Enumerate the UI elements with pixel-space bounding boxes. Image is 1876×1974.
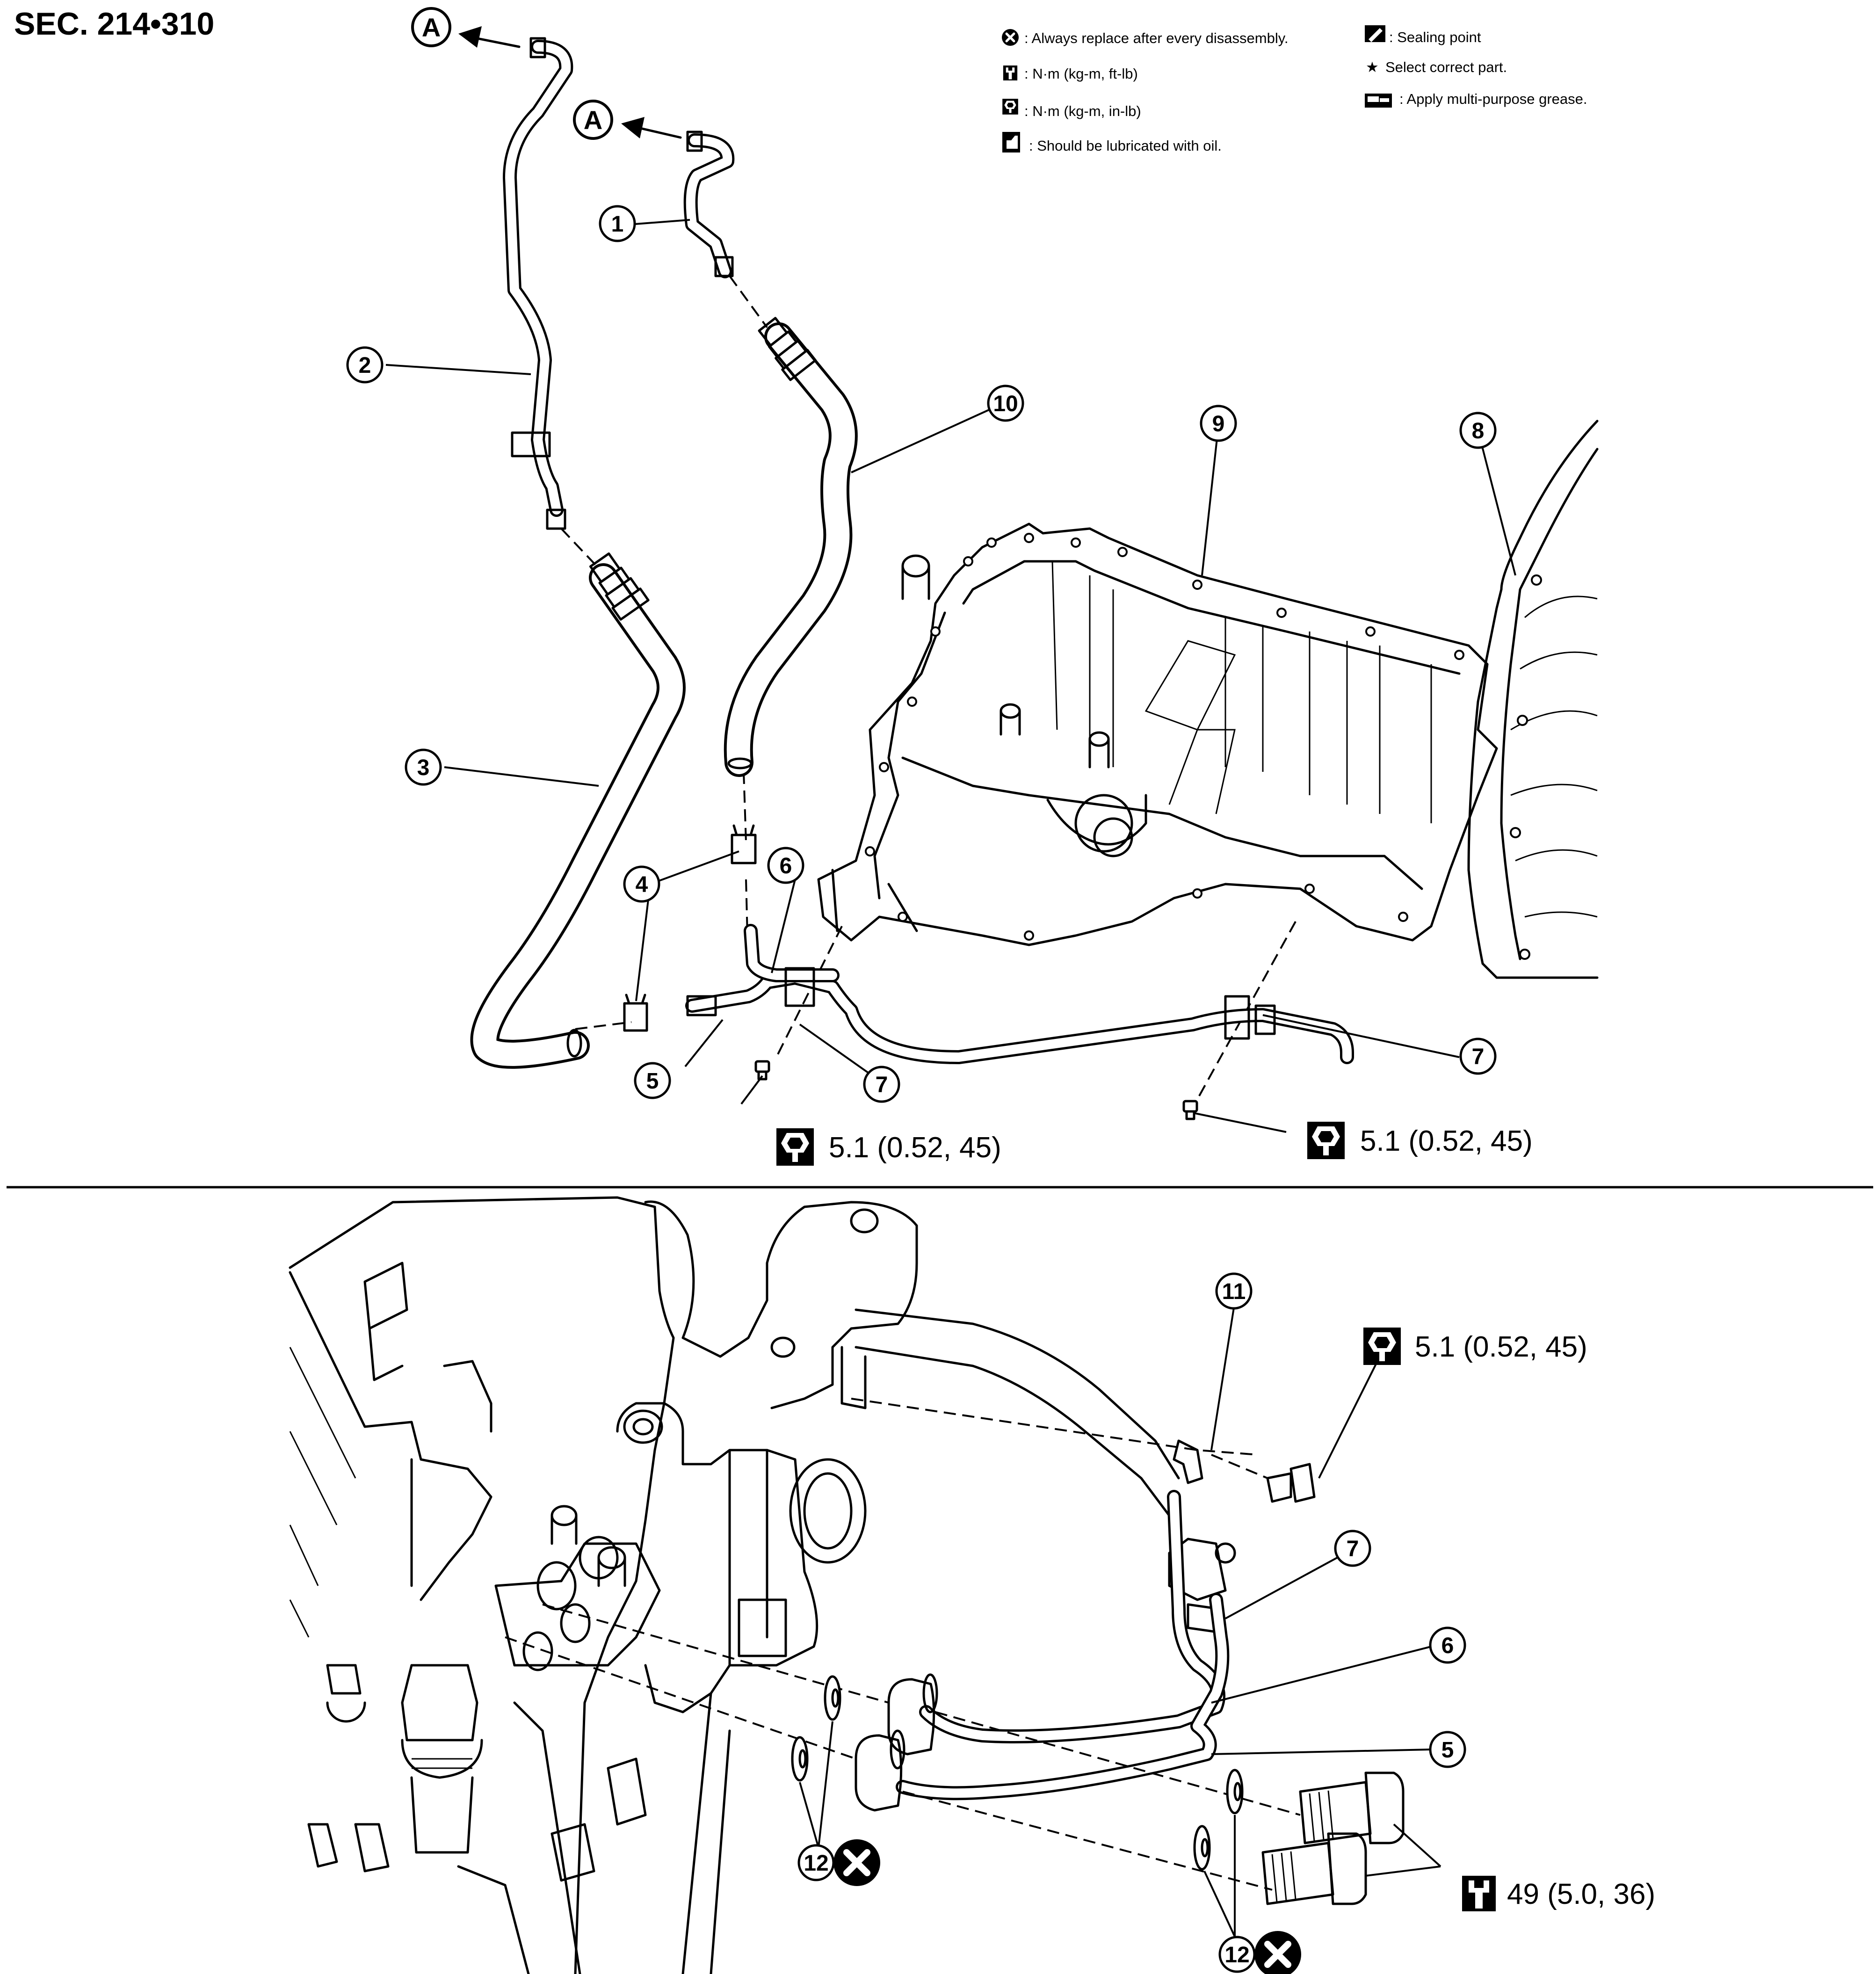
- legend: : Always replace after every disassembly…: [1002, 25, 1587, 154]
- guide-line: [902, 1791, 1273, 1891]
- legend-nm-in-lb: : N·m (kg-m, in-lb): [1024, 103, 1141, 119]
- tube-bracket-7b: [1224, 995, 1250, 1040]
- svg-text:5: 5: [646, 1069, 659, 1094]
- callout-leaders: [385, 219, 1516, 1937]
- svg-text:7: 7: [876, 1073, 888, 1097]
- svg-text:11: 11: [1222, 1279, 1246, 1304]
- svg-text:2: 2: [359, 353, 371, 378]
- svg-text:8: 8: [1472, 419, 1485, 443]
- always-replace-icon: [833, 1839, 880, 1886]
- oil-pan-9: [817, 523, 1498, 946]
- copper-washer-12: [791, 1675, 1244, 1871]
- sealing-point-icon: [1365, 25, 1385, 42]
- torque-spec-upper-right: 5.1 (0.52, 45): [1307, 1122, 1533, 1159]
- callout-5-lower: 5: [1430, 1732, 1465, 1767]
- connection-mark-a-left: A: [411, 7, 521, 48]
- torque-value: 49 (5.0, 36): [1507, 1878, 1655, 1910]
- svg-text:5: 5: [1441, 1738, 1454, 1763]
- callout-12-right: 12: [1220, 1937, 1254, 1972]
- legend-sealing-point: : Sealing point: [1389, 29, 1481, 45]
- svg-text:7: 7: [1347, 1537, 1359, 1561]
- svg-text:4: 4: [636, 872, 648, 897]
- transmission-housing-8: [1467, 420, 1599, 979]
- oil-cooler-tube-1: [683, 131, 735, 278]
- guide-line: [935, 1711, 1301, 1816]
- legend-apply-grease: : Apply multi-purpose grease.: [1399, 91, 1587, 107]
- torque-in-lb-icon: [776, 1128, 814, 1166]
- tube-bracket: [511, 431, 551, 457]
- oil-cooler-hose-10: [724, 317, 858, 777]
- torque-spec-upper-left: 5.1 (0.52, 45): [776, 1128, 1001, 1166]
- callout-10: 10: [988, 386, 1023, 421]
- torque-ft-lb-icon: [1462, 1876, 1496, 1911]
- callout-4: 4: [624, 867, 659, 901]
- connection-mark-a-right: A: [573, 100, 682, 140]
- torque-in-lb-icon: [1363, 1328, 1401, 1365]
- svg-text:10: 10: [993, 392, 1018, 416]
- guide-line: [729, 275, 768, 328]
- callout-2: 2: [348, 348, 382, 382]
- hose-clamp-4: [623, 824, 757, 1032]
- legend-lubricate-oil: : Should be lubricated with oil.: [1029, 138, 1222, 154]
- oil-cooler-hose-3: [470, 552, 686, 1069]
- legend-select-part: Select correct part.: [1385, 59, 1507, 75]
- callout-8: 8: [1461, 413, 1495, 448]
- torque-value: 5.1 (0.52, 45): [1360, 1125, 1533, 1157]
- svg-text:3: 3: [417, 755, 430, 780]
- guide-line: [1211, 1454, 1268, 1479]
- oil-can-icon: [1002, 132, 1020, 152]
- callout-9: 9: [1201, 406, 1236, 441]
- torque-spec-union-bolt: 49 (5.0, 36): [1462, 1876, 1655, 1911]
- callout-1: 1: [600, 206, 635, 241]
- svg-text:9: 9: [1212, 412, 1225, 436]
- torque-ft-lb-icon: [1003, 65, 1018, 80]
- union-bolt: [1261, 1771, 1405, 1905]
- svg-text:6: 6: [780, 854, 792, 878]
- callout-7: 7: [864, 1067, 899, 1102]
- callout-7-lower: 7: [1335, 1531, 1370, 1566]
- section-code: SEC. 214•310: [14, 6, 214, 42]
- callout-7-b: 7: [1461, 1039, 1495, 1074]
- guide-line: [575, 1021, 632, 1030]
- oil-cooler-tube-5-6: [685, 924, 1354, 1064]
- oil-cooler-tube-5-6-lower: [855, 1490, 1230, 1812]
- transmission-lower-view: [289, 1196, 1259, 1974]
- svg-text:12: 12: [804, 1851, 828, 1876]
- torque-value: 5.1 (0.52, 45): [829, 1132, 1001, 1164]
- torque-in-lb-icon: [1002, 99, 1018, 115]
- bracket-bolt: [1184, 1101, 1197, 1119]
- callout-3: 3: [406, 750, 441, 784]
- torque-value: 5.1 (0.52, 45): [1415, 1331, 1587, 1363]
- tube-bracket-7: [784, 967, 815, 1007]
- guide-line: [743, 771, 748, 936]
- callout-6-lower: 6: [1430, 1628, 1465, 1662]
- callout-6: 6: [768, 848, 803, 883]
- svg-text:A: A: [422, 13, 441, 42]
- legend-nm-ft-lb: : N·m (kg-m, ft-lb): [1024, 65, 1138, 82]
- always-replace-icon: [1254, 1931, 1301, 1974]
- svg-text:12: 12: [1224, 1943, 1249, 1967]
- bracket-bolt-lower: [1266, 1463, 1316, 1503]
- torque-spec-lower-bracket: 5.1 (0.52, 45): [1363, 1328, 1587, 1365]
- callout-11: 11: [1217, 1274, 1251, 1308]
- callout-5: 5: [635, 1063, 670, 1098]
- legend-always-replace: : Always replace after every disassembly…: [1024, 30, 1289, 46]
- grease-icon: [1365, 94, 1392, 108]
- callout-12-left: 12: [799, 1845, 833, 1880]
- svg-text:7: 7: [1472, 1045, 1485, 1069]
- star-icon: ★: [1366, 59, 1379, 75]
- svg-text:A: A: [584, 105, 602, 135]
- oil-cooler-tube-2: [503, 37, 573, 530]
- guide-line: [775, 926, 843, 1058]
- svg-text:6: 6: [1441, 1633, 1454, 1658]
- torque-in-lb-icon: [1307, 1122, 1345, 1159]
- svg-text:1: 1: [611, 212, 624, 237]
- always-replace-icon: [1002, 29, 1019, 46]
